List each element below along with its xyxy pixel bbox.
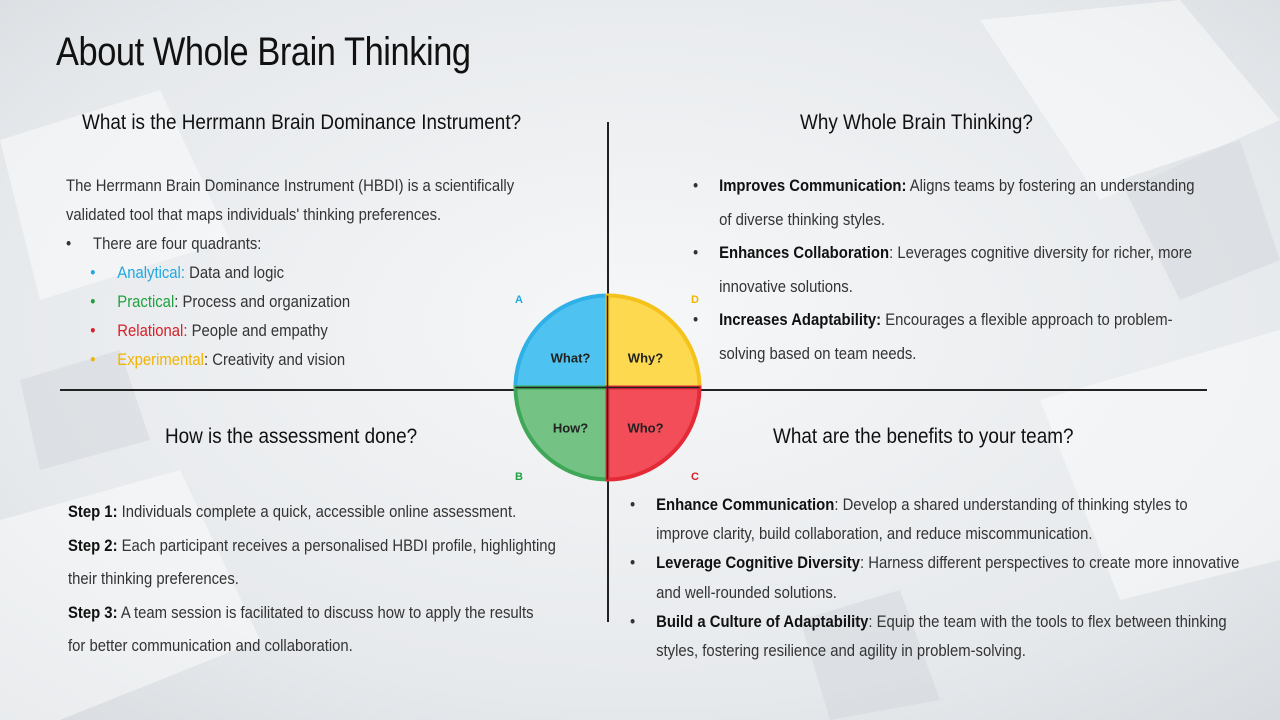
step-text: A team session is facilitated to discuss…	[117, 603, 534, 622]
item-text: : Equip the team with the tools to flex …	[868, 612, 1227, 631]
benefits-heading: What are the benefits to your team?	[773, 425, 1074, 448]
intro-line: validated tool that maps individuals' th…	[66, 206, 442, 224]
item-bold: Improves Communication:	[719, 177, 907, 195]
step-text: their thinking preferences.	[68, 570, 239, 588]
item-text: solving based on team needs.	[719, 344, 917, 363]
why-list: Improves Communication: Aligns teams by …	[693, 170, 1197, 371]
why-item: Improves Communication: Aligns teams by …	[693, 170, 1197, 237]
quadrant-how	[513, 385, 610, 482]
why-heading: Why Whole Brain Thinking?	[800, 111, 1033, 134]
item-bold: Leverage Cognitive Diversity	[656, 554, 860, 573]
item-text: improve clarity, build collaboration, an…	[656, 525, 1093, 544]
bullet-dot: •	[90, 264, 96, 282]
whole-brain-model: What? Why? How? Who?	[505, 285, 710, 490]
hbdi-description: The Herrmann Brain Dominance Instrument …	[66, 172, 534, 375]
item-text: of diverse thinking styles.	[719, 210, 886, 229]
quadrant-item-analytical: • Analytical: Data and logic	[66, 259, 534, 288]
item-bold: Increases Adaptability:	[719, 311, 882, 329]
label-how: How?	[553, 421, 588, 436]
brain-circle-diagram: What? Why? How? Who?	[513, 293, 702, 482]
item-text: Encourages a flexible approach to proble…	[881, 311, 1173, 329]
how-heading: How is the assessment done?	[165, 425, 418, 448]
quadrant-item-experimental: • Experimental: Creativity and vision	[66, 346, 534, 375]
item-bold: Build a Culture of Adaptability	[656, 612, 869, 631]
letter-a: A	[515, 294, 523, 306]
step-item: Step 2: Each participant receives a pers…	[68, 530, 581, 597]
item-bold: Enhance Communication	[656, 496, 835, 514]
steps-list: Step 1: Individuals complete a quick, ac…	[68, 496, 581, 664]
step-label: Step 1:	[68, 503, 118, 521]
benefit-item: Build a Culture of Adaptability: Equip t…	[630, 608, 1251, 666]
item-text: Aligns teams by fostering an understandi…	[906, 177, 1195, 195]
benefits-list: Enhance Communication: Develop a shared …	[630, 491, 1251, 666]
benefit-item: Enhance Communication: Develop a shared …	[630, 491, 1251, 549]
letter-d: D	[691, 294, 699, 306]
quadrant-name: Analytical:	[117, 264, 185, 282]
step-label: Step 3:	[68, 603, 118, 622]
intro-line: The Herrmann Brain Dominance Instrument …	[66, 177, 515, 195]
step-text: Individuals complete a quick, accessible…	[117, 503, 517, 521]
step-text: Each participant receives a personalised…	[117, 536, 556, 555]
item-text: : Leverages cognitive diversity for rich…	[889, 244, 1192, 262]
quadrant-desc: People and empathy	[187, 322, 328, 340]
quadrant-desc: : Creativity and vision	[203, 351, 346, 369]
label-why: Why?	[628, 351, 663, 366]
letter-b: B	[515, 471, 523, 483]
step-item: Step 1: Individuals complete a quick, ac…	[68, 496, 581, 530]
hbdi-heading: What is the Herrmann Brain Dominance Ins…	[82, 111, 522, 134]
item-bold: Enhances Collaboration	[719, 244, 890, 262]
step-label: Step 2:	[68, 536, 118, 555]
quadrant-desc: Data and logic	[184, 264, 285, 282]
quadrant-why	[605, 293, 702, 390]
step-item: Step 3: A team session is facilitated to…	[68, 597, 581, 664]
letter-c: C	[691, 471, 699, 483]
quadrant-who	[605, 385, 702, 482]
item-text: : Harness different perspectives to crea…	[859, 554, 1240, 573]
quadrants-bullet: There are four quadrants:	[66, 230, 534, 259]
why-item: Enhances Collaboration: Leverages cognit…	[693, 237, 1197, 304]
quadrant-item-relational: • Relational: People and empathy	[66, 317, 534, 346]
quadrant-name: Relational:	[117, 322, 188, 340]
bullet-dot: •	[90, 351, 96, 369]
quadrant-name: Experimental	[117, 351, 204, 369]
step-text: for better communication and collaborati…	[68, 637, 353, 655]
quadrant-item-practical: • Practical: Process and organization	[66, 288, 534, 317]
item-text: and well-rounded solutions.	[656, 583, 837, 602]
item-text: styles, fostering resilience and agility…	[656, 642, 1026, 661]
bullet-dot: •	[90, 322, 96, 340]
slide-title: About Whole Brain Thinking	[56, 30, 471, 74]
label-who: Who?	[627, 421, 663, 436]
quadrant-name: Practical	[117, 293, 175, 311]
item-text: : Develop a shared understanding of thin…	[834, 496, 1188, 514]
item-text: innovative solutions.	[719, 277, 853, 296]
benefit-item: Leverage Cognitive Diversity: Harness di…	[630, 549, 1251, 607]
why-item: Increases Adaptability: Encourages a fle…	[693, 304, 1197, 371]
label-what: What?	[551, 351, 591, 366]
quadrant-desc: : Process and organization	[174, 293, 351, 311]
quadrant-what	[513, 293, 610, 390]
bullet-dot: •	[90, 293, 96, 311]
